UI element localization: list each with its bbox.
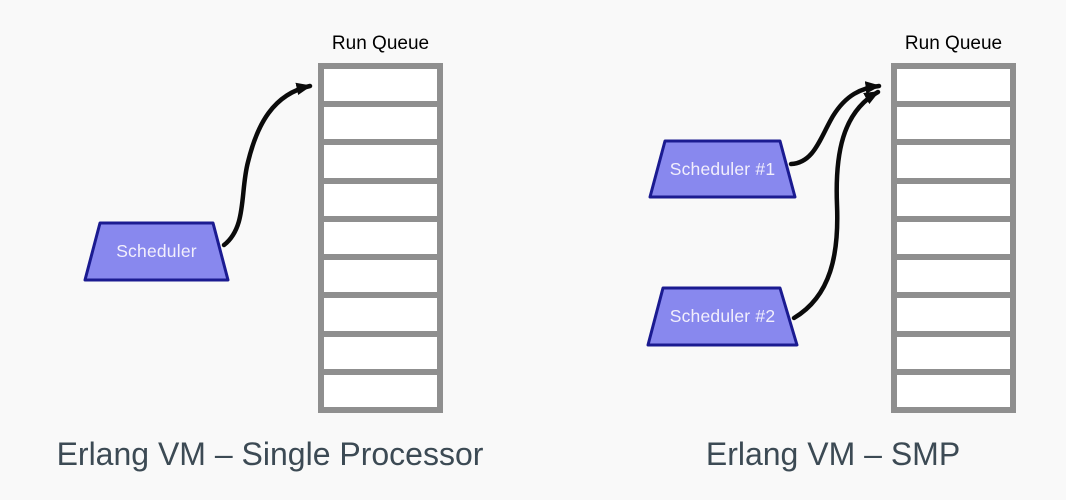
run-queue-label: Run Queue: [331, 33, 430, 54]
queue-cell: [324, 298, 437, 331]
queue-cell: [324, 374, 437, 407]
queue-cell: [897, 221, 1010, 255]
queue-cell: [897, 260, 1010, 293]
queue-cell: [897, 183, 1010, 216]
scheduler-label: Scheduler: [116, 241, 197, 261]
queue-cell: [897, 336, 1010, 369]
queue-cell: [324, 183, 437, 216]
queue-cell: [897, 298, 1010, 331]
queue-cell: [324, 69, 437, 102]
run-queue: [891, 63, 1016, 413]
queue-cell: [324, 260, 437, 293]
scheduler-2-to-queue-arrow: [791, 89, 881, 321]
single-processor-drawing: [83, 82, 313, 282]
scheduler-1-to-queue-arrow: [788, 81, 882, 167]
run-queue-label: Run Queue: [904, 33, 1003, 54]
queue-cell: [897, 374, 1010, 407]
panel-single-processor: Run Queue Scheduler Erlang VM – Single P…: [56, 33, 484, 472]
caption-single-processor: Erlang VM – Single Processor: [56, 436, 484, 472]
scheduler-1-label: Scheduler #1: [669, 158, 776, 179]
queue-cell: [324, 221, 437, 255]
scheduler-to-queue-arrow: [221, 82, 313, 248]
run-queue: [318, 63, 443, 413]
caption-smp: Erlang VM – SMP: [705, 436, 961, 472]
queue-cell: [897, 107, 1010, 140]
queue-cell: [324, 107, 437, 140]
queue-cell: [324, 145, 437, 178]
panel-smp: Run Queue Scheduler #1 Scheduler #2 Erla…: [533, 0, 1066, 500]
queue-cell: [897, 145, 1010, 178]
queue-cell: [897, 69, 1010, 102]
scheduler-2-label: Scheduler #2: [669, 306, 776, 326]
queue-cell: [324, 336, 437, 369]
